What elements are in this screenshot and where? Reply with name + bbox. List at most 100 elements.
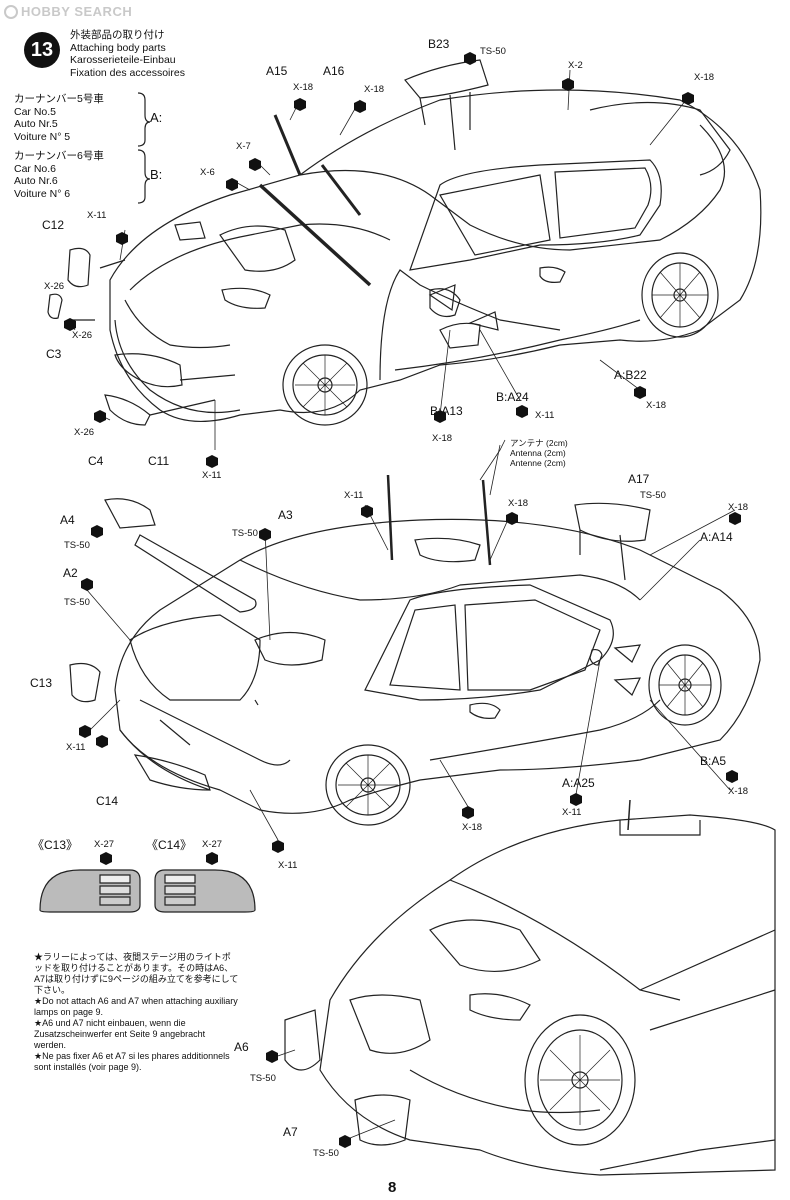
detail-c13 (40, 870, 140, 912)
part-b23-shape (405, 60, 488, 98)
label-x11: X-11 (87, 210, 107, 221)
note-en: ★Do not attach A6 and A7 when attaching … (34, 996, 238, 1017)
page-number: 8 (388, 1179, 397, 1196)
label-c4: C4 (88, 454, 104, 468)
label-x11: X-11 (344, 490, 364, 501)
label-x27: X-27 (94, 839, 115, 850)
label-a-b22: A:B22 (614, 368, 647, 382)
screw-icon (206, 852, 218, 865)
screw-icon (81, 578, 93, 591)
label-c11: C11 (148, 454, 170, 468)
label-x7: X-7 (236, 141, 251, 152)
car-top-view-1 (110, 90, 761, 425)
screw-icon (249, 158, 261, 171)
part-a4-shape (105, 499, 155, 528)
part-c13-shape (70, 664, 100, 702)
variant-b-text: カーナンバー6号車 Car No.6 Auto Nr.6 Voiture N° … (14, 150, 104, 200)
label-x11: X-11 (202, 470, 222, 481)
screw-icon (94, 410, 106, 423)
step-title-de: Karosserieteile-Einbau (70, 54, 176, 66)
label-x18: X-18 (293, 82, 314, 93)
label-x2: X-2 (568, 60, 583, 71)
label-a2: A2 (63, 566, 78, 580)
step-number: 13 (24, 32, 60, 68)
step-title-fr: Fixation des accessoires (70, 66, 185, 79)
part-c12-shape (68, 248, 90, 286)
car-top-parts (48, 60, 498, 425)
label-b-a13: B:A13 (430, 404, 463, 418)
label-x11: X-11 (66, 742, 86, 753)
antenna-fr: Antenne (2cm) (510, 458, 566, 468)
label-x18: X-18 (646, 400, 667, 411)
screw-icon (726, 770, 738, 783)
screw-icon (506, 512, 518, 525)
label-b-a5: B:A5 (700, 754, 727, 768)
label-x18: X-18 (364, 84, 385, 95)
variant-a-bracket (138, 93, 150, 146)
watermark-logo-icon (4, 4, 18, 19)
label-x18: X-18 (728, 786, 749, 797)
label-detail-c14: 《C14》 (146, 838, 193, 852)
label-a16: A16 (323, 64, 345, 78)
label-c14: C14 (96, 794, 119, 808)
label-ts50: TS-50 (313, 1148, 339, 1159)
variant-b-fr: Voiture N° 6 (14, 187, 71, 200)
screw-icon (434, 410, 446, 423)
label-x18: X-18 (728, 502, 749, 513)
label-x11: X-11 (535, 410, 555, 421)
detail-c14 (155, 870, 255, 912)
variant-b-en: Car No.6 (14, 162, 57, 175)
step-title-en: Attaching body parts (70, 41, 166, 54)
screw-icon (634, 386, 646, 399)
label-x11: X-11 (562, 807, 582, 818)
label-b-a24: B:A24 (496, 390, 529, 404)
label-ts50: TS-50 (640, 490, 666, 501)
label-a15: A15 (266, 64, 288, 78)
label-x26: X-26 (74, 427, 95, 438)
screw-icon (464, 52, 476, 65)
part-c4-shape (105, 395, 150, 425)
part-a2-shape (135, 535, 256, 612)
label-a3: A3 (278, 508, 293, 522)
car-rear-parts (70, 499, 650, 790)
variant-b-de: Auto Nr.6 (14, 175, 58, 187)
screw-icon (294, 98, 306, 111)
label-x18: X-18 (462, 822, 483, 833)
label-a4: A4 (60, 513, 75, 527)
label-x11: X-11 (278, 860, 298, 871)
label-x18: X-18 (432, 433, 453, 444)
part-a3-shape (255, 633, 325, 666)
label-x27: X-27 (202, 839, 223, 850)
part-a7-shape (355, 1095, 410, 1145)
car-front-parts (285, 800, 630, 1145)
watermark: HOBBY SEARCH (4, 4, 132, 19)
screw-icon (729, 512, 741, 525)
antenna-de: Antenna (2cm) (510, 448, 566, 458)
label-x26: X-26 (72, 330, 93, 341)
note-de: ★A6 und A7 nicht einbauen, wenn die Zusa… (34, 1018, 206, 1050)
car-rear-view (115, 475, 760, 825)
variant-a-key: A: (150, 110, 163, 125)
label-ts50: TS-50 (64, 597, 90, 608)
screw-icon (116, 232, 128, 245)
note-block: ★ラリーによっては、夜間ステージ用のライトポッドを取り付けることがあります。その… (34, 952, 239, 1073)
label-c3: C3 (46, 347, 62, 361)
step-title-ja: 外装部品の取り付け (70, 29, 165, 41)
screw-icon (266, 1050, 278, 1063)
part-a17-shape (575, 503, 650, 541)
screw-icon (339, 1135, 351, 1148)
label-a17: A17 (628, 472, 650, 486)
label-x26: X-26 (44, 281, 65, 292)
label-a7: A7 (283, 1125, 298, 1139)
screw-icon (272, 840, 284, 853)
label-x6: X-6 (200, 167, 215, 178)
note-fr: ★Ne pas fixer A6 et A7 si les phares add… (34, 1051, 230, 1072)
part-c3-shape (48, 294, 62, 318)
label-detail-c13: 《C13》 (32, 838, 79, 852)
part-c14-shape (135, 755, 210, 790)
screw-icon (562, 78, 574, 91)
screw-icon (79, 725, 91, 738)
screw-icon (516, 405, 528, 418)
car-front-view (320, 815, 775, 1175)
